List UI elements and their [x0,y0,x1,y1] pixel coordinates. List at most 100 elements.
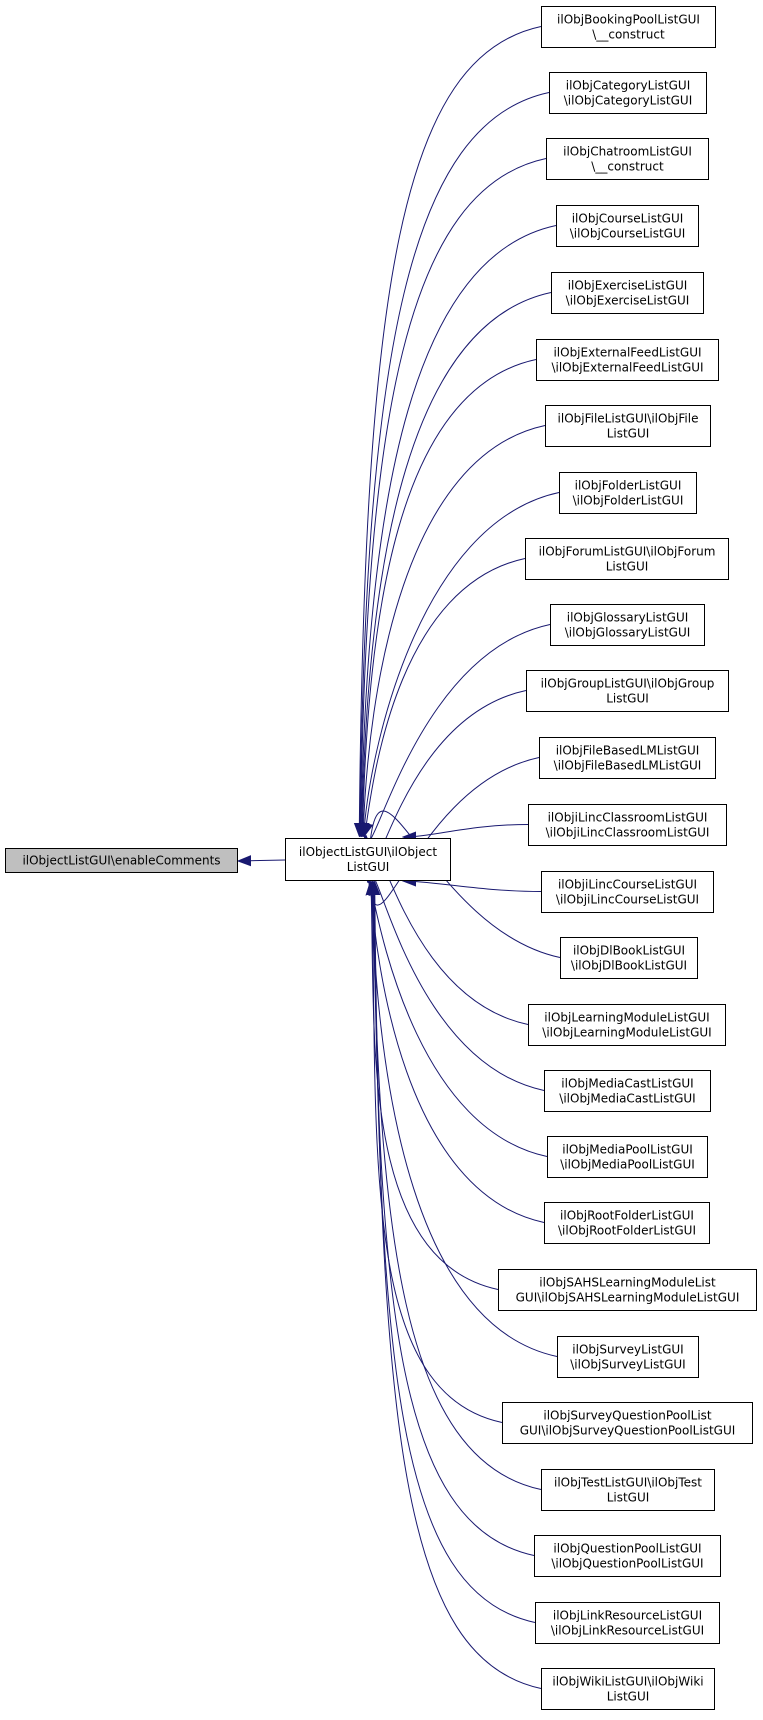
node-linkresource[interactable]: ilObjLinkResourceListGUI\ilObjLinkResour… [535,1602,720,1644]
node-exercise[interactable]: ilObjExerciseListGUI\ilObjExerciseListGU… [551,272,704,314]
node-mediapool[interactable]: ilObjMediaPoolListGUI\ilObjMediaPoolList… [547,1136,708,1178]
node-mediapool-box [547,1136,708,1178]
node-test-label: ilObjTestListGUI\ilObjTest [554,1476,702,1490]
node-course-label: \ilObjCourseListGUI [570,227,686,241]
edge-surveyquestionpool [372,882,503,1423]
node-bookingpool[interactable]: ilObjBookingPoolListGUI\__construct [541,6,716,48]
node-chatroom-box [546,138,709,180]
edge-iliincclassroom [403,824,529,838]
node-learningmodule-box [528,1004,726,1046]
nodes: ilObjectListGUI\enableComments ilObjectLi… [5,6,757,1710]
node-surveyquestionpool-label: ilObjSurveyQuestionPoolList [543,1409,712,1423]
node-survey-label: \ilObjSurveyListGUI [570,1358,685,1372]
node-group[interactable]: ilObjGroupListGUI\ilObjGroupListGUI [526,670,729,712]
node-glossary-label: \ilObjGlossaryListGUI [565,626,691,640]
node-learningmodule-label: ilObjLearningModuleListGUI [544,1011,709,1025]
node-iliincclassroom[interactable]: ilObjiLincClassroomListGUI\ilObjiLincCla… [528,804,727,846]
node-file-label: ilObjFileListGUI\ilObjFile [558,412,699,426]
edge-folder [364,492,560,837]
node-wiki-label: ListGUI [607,1690,650,1704]
edge-mediapool [370,882,548,1157]
node-group-box [526,670,729,712]
node-iliincclassroom-label: \ilObjiLincClassroomListGUI [546,826,710,840]
node-linkresource-label: ilObjLinkResourceListGUI [553,1609,702,1623]
node-iliinccourse[interactable]: ilObjiLincCourseListGUI\ilObjiLincCourse… [541,871,714,913]
node-mediacast-label: \ilObjMediaCastListGUI [559,1092,695,1106]
node-mediapool-label: ilObjMediaPoolListGUI [562,1143,693,1157]
node-externalfeed-label: ilObjExternalFeedListGUI [553,346,701,360]
node-surveyquestionpool[interactable]: ilObjSurveyQuestionPoolListGUI\ilObjSurv… [502,1402,753,1444]
node-mediacast-label: ilObjMediaCastListGUI [561,1077,693,1091]
node-survey[interactable]: ilObjSurveyListGUI\ilObjSurveyListGUI [557,1336,699,1378]
node-forum-label: ilObjForumListGUI\ilObjForum [539,545,716,559]
node-iliinccourse-box [541,871,714,913]
node-surveyquestionpool-box [502,1402,753,1444]
edge-center-to-target [238,860,286,861]
node-group-label: ListGUI [606,692,649,706]
node-folder[interactable]: ilObjFolderListGUI\ilObjFolderListGUI [559,472,697,514]
node-group-label: ilObjGroupListGUI\ilObjGroup [541,677,715,691]
node-filebasedlm[interactable]: ilObjFileBasedLMListGUI\ilObjFileBasedLM… [539,737,716,779]
node-iliinccourse-label: ilObjiLincCourseListGUI [558,878,697,892]
node-course[interactable]: ilObjCourseListGUI\ilObjCourseListGUI [556,205,699,247]
node-glossary[interactable]: ilObjGlossaryListGUI\ilObjGlossaryListGU… [550,604,705,646]
node-exercise-box [551,272,704,314]
edge-iliinccourse [403,881,542,892]
edge-file [363,425,546,837]
node-filebasedlm-box [539,737,716,779]
node-ilobjectlistgui-label: ListGUI [347,860,390,874]
node-sahslearningmodule-label: ilObjSAHSLearningModuleList [539,1276,716,1290]
node-externalfeed-box [536,339,719,381]
node-rootfolder-box [544,1202,710,1244]
node-file-label: ListGUI [607,427,650,441]
node-surveyquestionpool-label: GUI\ilObjSurveyQuestionPoolListGUI [520,1424,736,1438]
node-survey-label: ilObjSurveyListGUI [572,1343,683,1357]
node-wiki[interactable]: ilObjWikiListGUI\ilObjWikiListGUI [541,1668,715,1710]
node-test[interactable]: ilObjTestListGUI\ilObjTestListGUI [541,1469,715,1511]
node-category[interactable]: ilObjCategoryListGUI\ilObjCategoryListGU… [549,72,707,114]
node-linkresource-label: \ilObjLinkResourceListGUI [551,1624,704,1638]
node-file[interactable]: ilObjFileListGUI\ilObjFileListGUI [545,405,711,447]
node-dlbook-label: \ilObjDlBookListGUI [571,959,687,973]
node-folder-box [559,472,697,514]
node-sahslearningmodule-label: GUI\ilObjSAHSLearningModuleListGUI [516,1291,740,1305]
node-bookingpool-box [541,6,716,48]
node-mediapool-label: \ilObjMediaPoolListGUI [560,1158,695,1172]
node-iliinccourse-label: \ilObjiLincCourseListGUI [556,893,699,907]
node-learningmodule[interactable]: ilObjLearningModuleListGUI\ilObjLearning… [528,1004,726,1046]
node-mediacast[interactable]: ilObjMediaCastListGUI\ilObjMediaCastList… [544,1070,711,1112]
node-dlbook-label: ilObjDlBookListGUI [573,944,685,958]
edge-chatroom [361,158,547,837]
node-forum[interactable]: ilObjForumListGUI\ilObjForumListGUI [525,538,729,580]
edge-forum [364,558,526,837]
node-enable-comments-label: ilObjectListGUI\enableComments [22,854,220,868]
node-ilobjectlistgui[interactable]: ilObjectListGUI\ilObjectListGUI [285,838,451,881]
node-chatroom[interactable]: ilObjChatroomListGUI\__construct [546,138,709,180]
node-dlbook-box [560,937,698,979]
node-category-box [549,72,707,114]
node-sahslearningmodule[interactable]: ilObjSAHSLearningModuleListGUI\ilObjSAHS… [498,1269,757,1311]
node-forum-label: ListGUI [606,560,649,574]
node-enable-comments[interactable]: ilObjectListGUI\enableComments [5,848,238,873]
node-externalfeed[interactable]: ilObjExternalFeedListGUI\ilObjExternalFe… [536,339,719,381]
node-dlbook[interactable]: ilObjDlBookListGUI\ilObjDlBookListGUI [560,937,698,979]
node-course-box [556,205,699,247]
node-category-label: \ilObjCategoryListGUI [564,94,693,108]
node-rootfolder[interactable]: ilObjRootFolderListGUI\ilObjRootFolderLi… [544,1202,710,1244]
edge-test [373,882,542,1490]
node-questionpool-label: \ilObjQuestionPoolListGUI [551,1557,703,1571]
node-mediacast-box [544,1070,711,1112]
node-iliincclassroom-label: ilObjiLincClassroomListGUI [548,811,708,825]
node-sahslearningmodule-box [498,1269,757,1311]
node-bookingpool-label: \__construct [592,28,665,42]
edge-bookingpool [359,26,542,837]
node-test-box [541,1469,715,1511]
node-linkresource-box [535,1602,720,1644]
node-survey-box [557,1336,699,1378]
node-exercise-label: ilObjExerciseListGUI [568,279,688,293]
node-course-label: ilObjCourseListGUI [572,212,684,226]
node-questionpool[interactable]: ilObjQuestionPoolListGUI\ilObjQuestionPo… [534,1535,721,1577]
node-questionpool-label: ilObjQuestionPoolListGUI [553,1542,701,1556]
edge-glossary [365,624,551,843]
